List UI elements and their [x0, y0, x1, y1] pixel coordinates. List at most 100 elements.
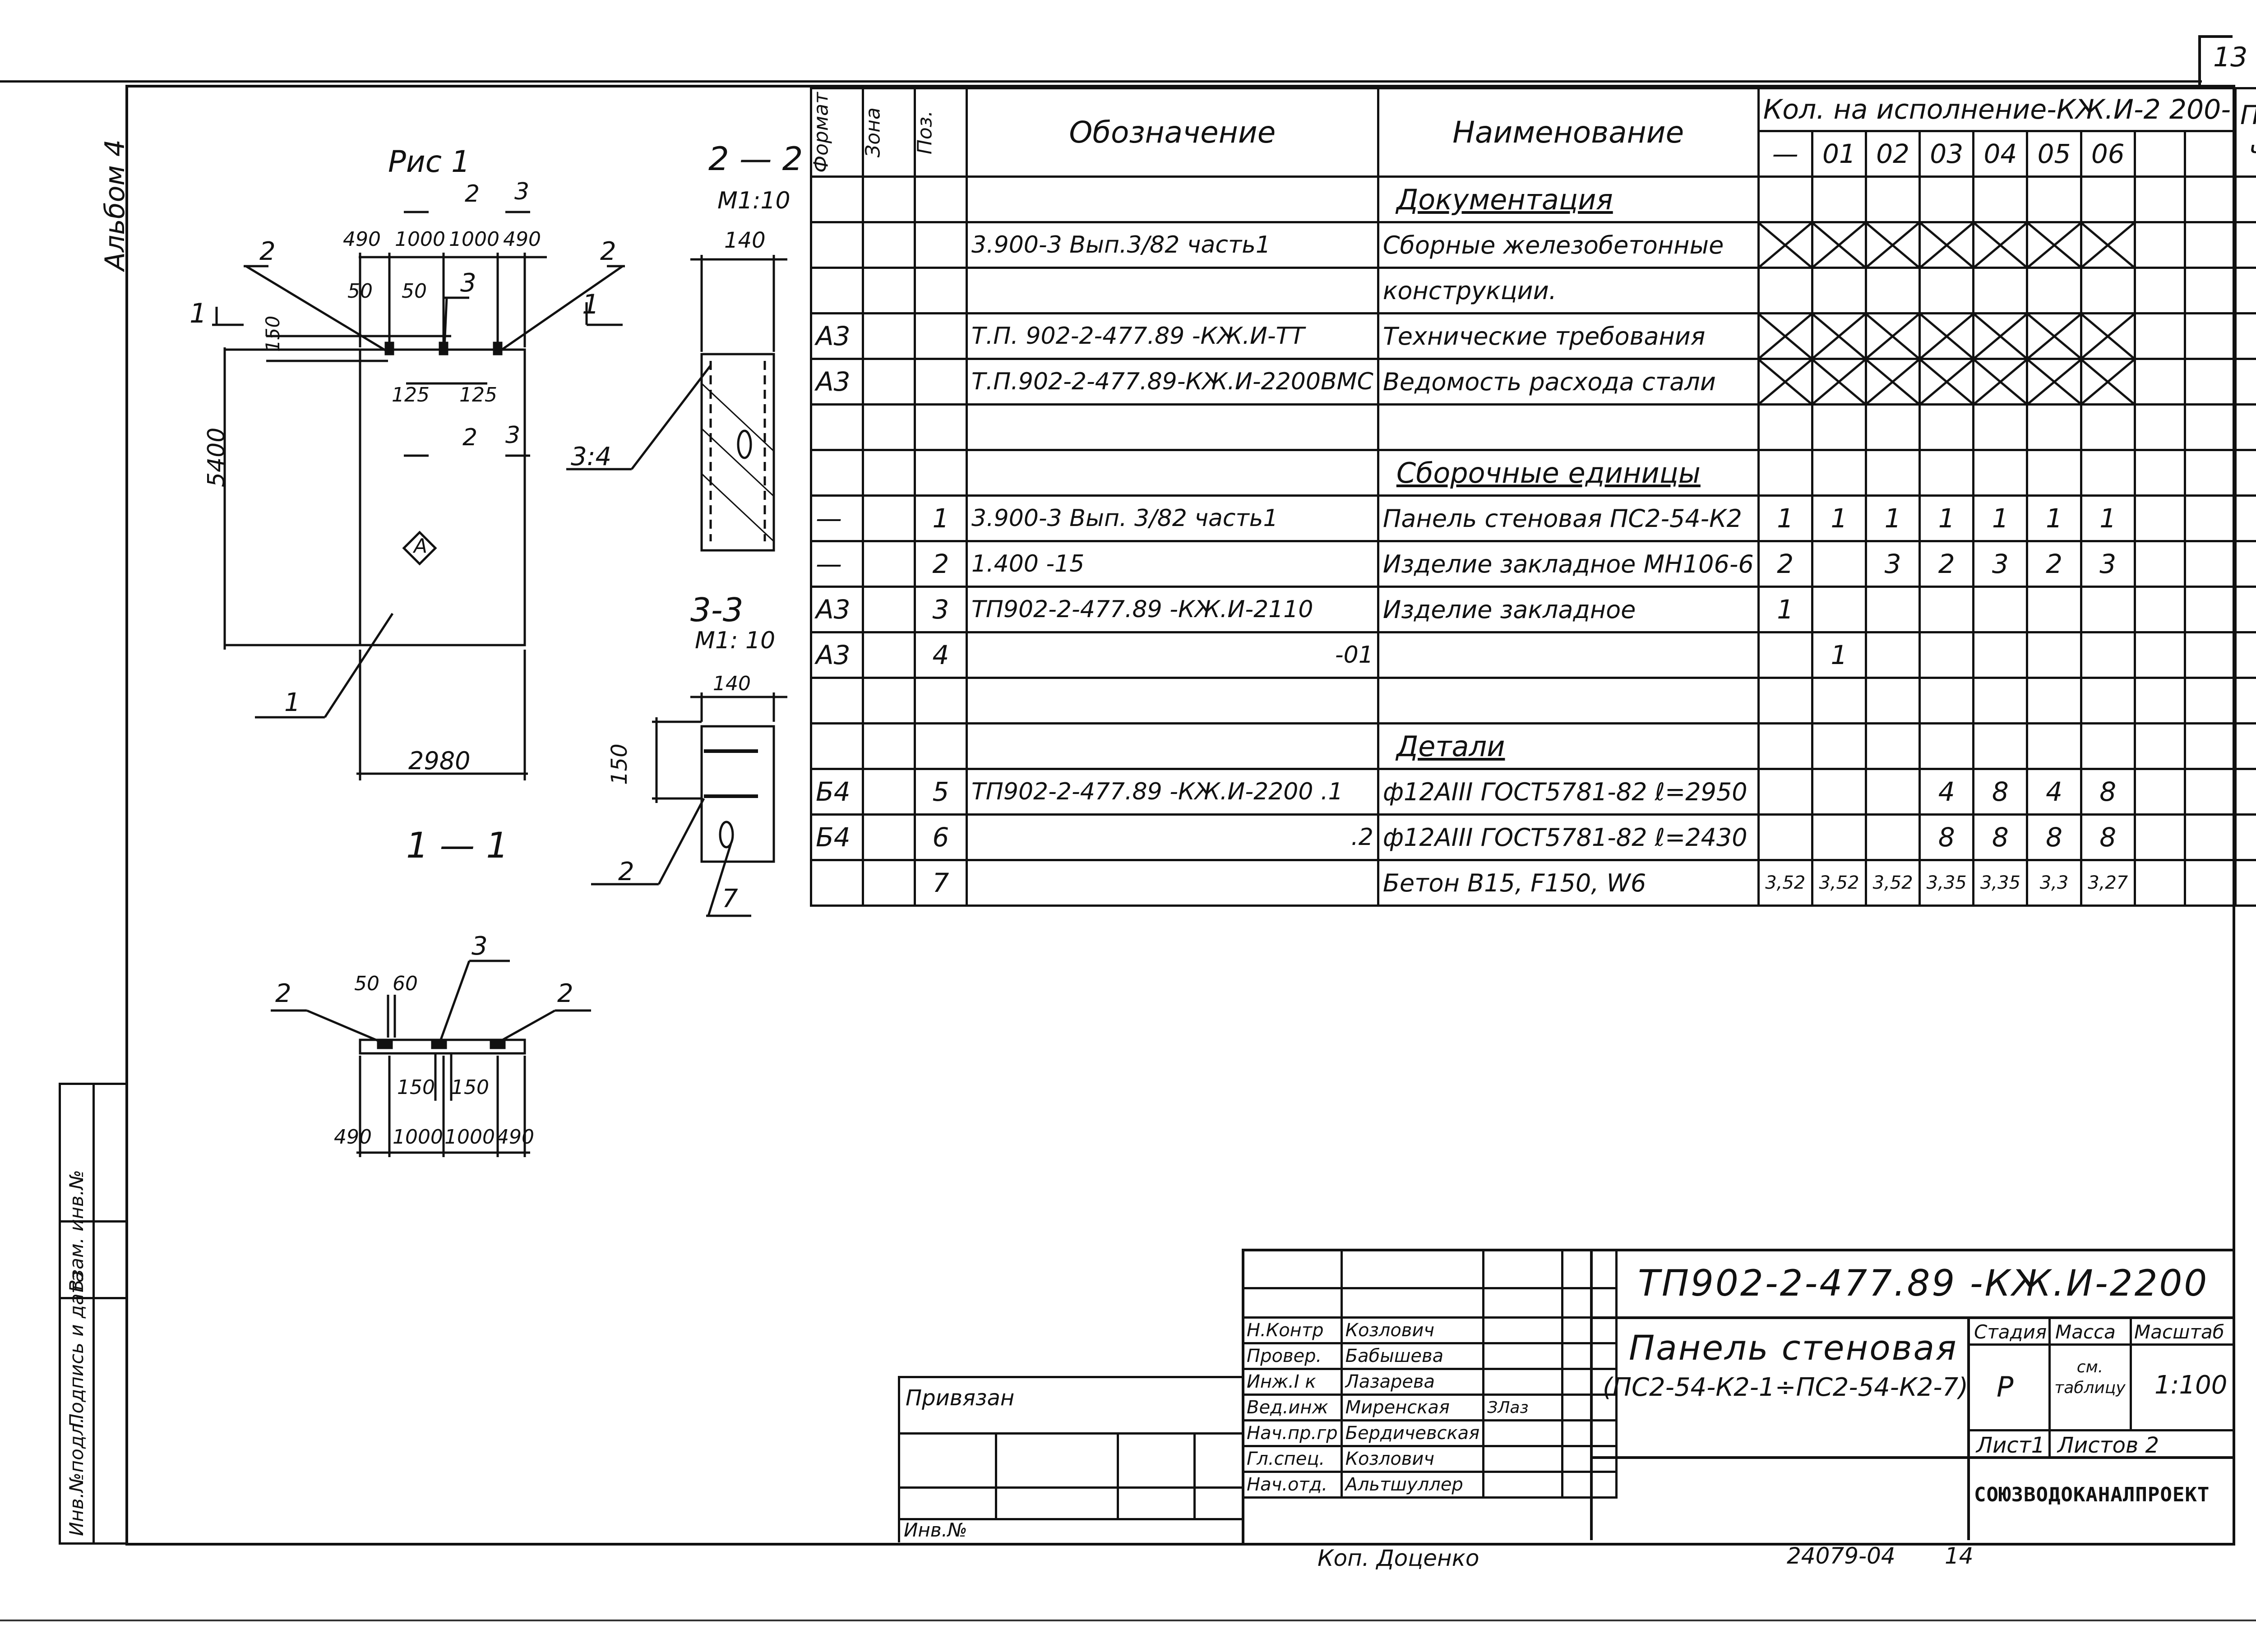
name-cell: Бетон В15, F150, W6 [1377, 859, 1760, 907]
qty-cell-crossed [2026, 312, 2082, 360]
qty-cell [2080, 722, 2136, 770]
pos-cell: 6 [914, 813, 968, 861]
pos-cell: 4 [914, 631, 968, 679]
note-cell: 2.2кг. [2234, 813, 2256, 861]
dim-s22-width: 140 [724, 228, 766, 253]
section-heading-text: Детали [1396, 729, 1505, 763]
variant-header [2133, 130, 2187, 178]
qty-cell-crossed [2026, 221, 2082, 269]
name-cell: Ведомость расхода стали [1377, 358, 1760, 406]
signature-cell [1482, 1471, 1564, 1499]
qty-cell: 3 [1972, 540, 2029, 588]
zone-cell [862, 449, 916, 497]
qty-cell [1864, 631, 1921, 679]
pos-cell: 7 [914, 859, 968, 907]
qty-cell [2026, 175, 2082, 223]
title-line-1: Панель стеновая [1629, 1328, 1958, 1368]
designation-cell [966, 722, 1379, 770]
qty-cell [2080, 403, 2136, 451]
qty-cell [2133, 267, 2187, 314]
qty-cell [1757, 449, 1813, 497]
format-cell: — [810, 494, 864, 542]
zone-cell [862, 677, 916, 724]
qty-cell [1864, 768, 1921, 816]
qty-cell [2133, 722, 2187, 770]
side-stamp: Инв.№подл. Подпись и дата Взам. инв.№ [59, 1083, 128, 1545]
qty-cell [1811, 722, 1867, 770]
dim-plan-1000b: 1000 [444, 1126, 495, 1149]
note-cell: м³ [2234, 859, 2256, 907]
qty-cell [1757, 403, 1813, 451]
label-mark-a: А [414, 535, 428, 558]
qty-cell [2184, 677, 2237, 724]
spec-row: конструкции. [810, 267, 2256, 314]
pos-cell: 1 [914, 494, 968, 542]
title-right: ТП902-2-477.89 -КЖ.И-2200 Панель стенова… [1590, 1249, 2233, 1540]
variant-header: 02 [1864, 130, 1921, 178]
qty-cell [2184, 221, 2237, 269]
zone-cell [862, 403, 916, 451]
date-cell [1561, 1471, 1618, 1499]
qty-cell [1811, 540, 1867, 588]
qty-cell [2184, 358, 2237, 406]
qty-cell [2184, 722, 2237, 770]
format-cell [810, 221, 864, 269]
qty-cell [1972, 267, 2029, 314]
header-pos: Поз. [914, 87, 968, 178]
pos-cell [914, 221, 968, 269]
dim-s33-width: 140 [713, 672, 751, 695]
role-cell: Нач.отд. [1242, 1471, 1343, 1499]
role-cell: Вед.инж [1242, 1394, 1343, 1421]
qty-cell [1757, 813, 1813, 861]
qty-cell [2026, 586, 2082, 633]
name-cell: ф12АIII ГОСТ5781-82 ℓ=2430 [1377, 813, 1760, 861]
qty-cell-crossed [1757, 221, 1813, 269]
note-cell [2234, 631, 2256, 679]
note-cell [2234, 221, 2256, 269]
label-pos2-left: 2 [259, 237, 276, 266]
name-cell [1377, 677, 1760, 724]
qty-cell: 3,35 [1972, 859, 2029, 907]
dim-panel-width: 2980 [408, 747, 471, 775]
qty-cell [1972, 722, 2029, 770]
note-cell [2234, 312, 2256, 360]
sheet-value: Лист1 [1976, 1433, 2045, 1458]
qty-cell [2133, 768, 2187, 816]
qty-cell [1919, 175, 1975, 223]
dim-plan-150b: 150 [451, 1076, 489, 1099]
dim-plan-490a: 490 [334, 1126, 372, 1149]
order-number: 24079-04 [1787, 1543, 1895, 1569]
label-pos3: 3 [460, 268, 476, 298]
qty-cell-crossed [1919, 358, 1975, 406]
signature-cell: ЗЛаз [1482, 1394, 1564, 1421]
pos-cell [914, 358, 968, 406]
scale-label: Масштаб [2134, 1321, 2224, 1343]
header-zone: Зона [862, 87, 916, 178]
zone-cell [862, 586, 916, 633]
section-1-1-title: 1 — 1 [406, 826, 509, 866]
qty-cell [2184, 859, 2237, 907]
qty-cell [2184, 586, 2237, 633]
qty-cell [2133, 175, 2187, 223]
format-cell [810, 175, 864, 223]
drawing-area [212, 211, 787, 1157]
role-cell: Гл.спец. [1242, 1445, 1343, 1473]
qty-cell [2133, 859, 2187, 907]
copied-by: Коп. Доценко [1318, 1545, 1479, 1571]
qty-cell: 8 [2026, 813, 2082, 861]
label-ratio: 3:4 [571, 442, 612, 471]
spec-table: Формат Зона Поз. Обозначение Наименовани… [810, 87, 2256, 907]
order-sheet: 14 [1945, 1543, 1974, 1569]
name-cell: конструкции. [1377, 267, 1760, 314]
qty-cell-crossed [1972, 312, 2029, 360]
qty-cell [2133, 494, 2187, 542]
person-cell: Козлович [1340, 1445, 1485, 1473]
qty-cell [2184, 175, 2237, 223]
zone-cell [862, 540, 916, 588]
section-heading: Документация [1377, 175, 1760, 223]
note-cell [2234, 449, 2256, 497]
